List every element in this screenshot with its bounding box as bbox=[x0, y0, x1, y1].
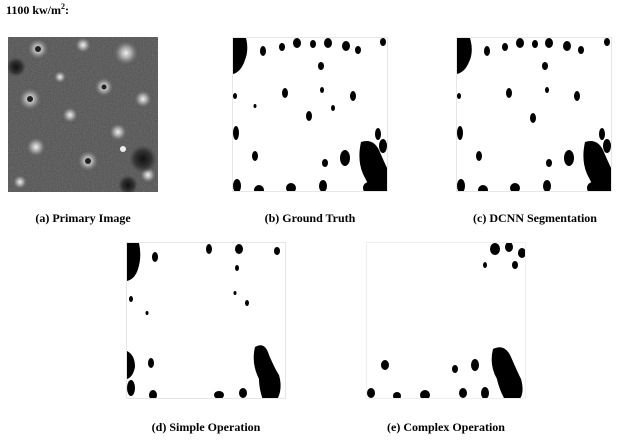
caption-d: (d) Simple Operation bbox=[151, 420, 261, 434]
caption-b: (b) Ground Truth bbox=[264, 211, 356, 225]
dcnn-segmentation-mask bbox=[456, 37, 612, 192]
simple-operation-mask-graphic bbox=[127, 243, 281, 398]
simple-operation-mask bbox=[126, 242, 286, 399]
complex-operation-mask-graphic bbox=[367, 243, 525, 398]
caption-e: (e) Complex Operation bbox=[387, 420, 505, 434]
dcnn-segmentation-mask-graphic bbox=[457, 38, 611, 191]
heading-colon: : bbox=[65, 3, 70, 17]
figure-heading: 1100 kw/m2: bbox=[6, 2, 69, 18]
complex-operation-mask bbox=[366, 242, 526, 399]
primary-image-graphic bbox=[8, 37, 158, 192]
caption-c: (c) DCNN Segmentation bbox=[473, 211, 597, 225]
ground-truth-mask-graphic bbox=[233, 38, 387, 191]
heading-superscript: 2 bbox=[61, 2, 66, 11]
primary-image bbox=[8, 37, 158, 192]
heading-text: 1100 kw/m bbox=[6, 3, 62, 17]
ground-truth-mask bbox=[232, 37, 388, 192]
caption-a: (a) Primary Image bbox=[35, 211, 131, 225]
